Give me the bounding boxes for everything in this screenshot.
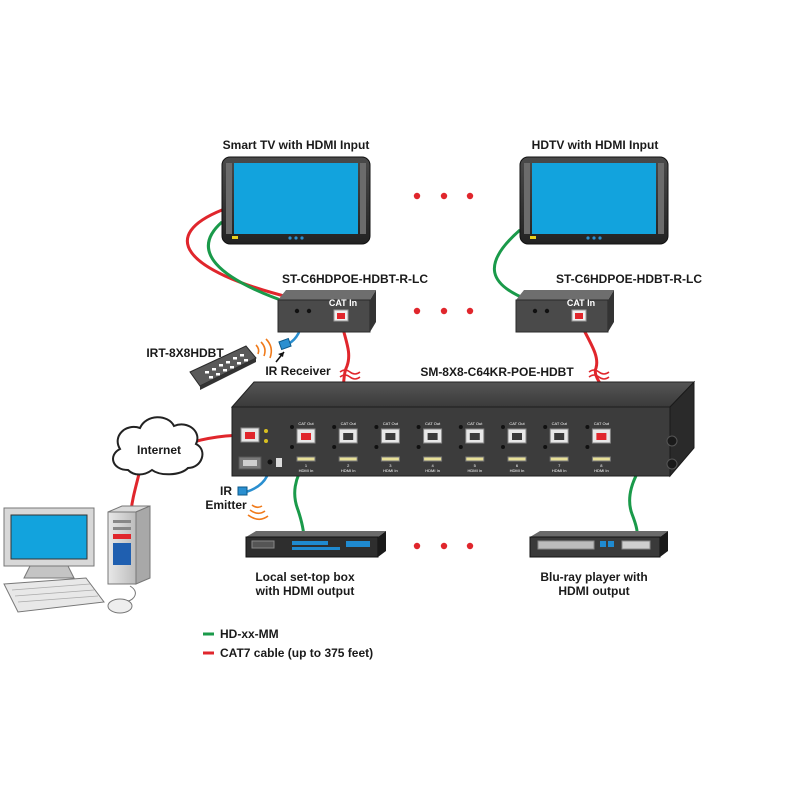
smart-tv-label: Smart TV with HDMI Input: [223, 138, 370, 152]
internet-label: Internet: [137, 443, 181, 457]
cat-out-label: CAT Out: [298, 421, 314, 426]
cat-out-label: CAT Out: [552, 421, 568, 426]
mouse: [107, 598, 133, 614]
hdmi-in-port[interactable]: [380, 456, 400, 462]
bluray-player: Blu-ray player with HDMI output: [529, 531, 668, 598]
ellipsis-dots-top: [413, 192, 474, 200]
tv-screen: [234, 163, 358, 234]
computer: [3, 505, 151, 614]
legend: HD-xx-MM CAT7 cable (up to 375 feet): [203, 627, 373, 660]
ir-signal-waves-remote: [255, 338, 273, 359]
cat-out-label: CAT Out: [509, 421, 525, 426]
ellipsis-dots-bottom: [413, 542, 474, 550]
receiver-left-label: ST-C6HDPOE-HDBT-R-LC: [282, 272, 428, 286]
green-cable-left-tv: [207, 220, 293, 306]
tv-screen: [532, 163, 656, 234]
ir-emitter-label-line2: Emitter: [205, 498, 247, 512]
hdmi-in-port[interactable]: [338, 456, 358, 462]
port-number: 3: [389, 463, 392, 468]
port-number: 8: [600, 463, 603, 468]
keyboard: [3, 577, 105, 613]
ellipsis-dots-middle: [413, 307, 474, 315]
ir-emitter: IR Emitter: [205, 484, 269, 521]
hdmi-in-label: HDMI In: [425, 468, 440, 473]
port-number: 7: [558, 463, 561, 468]
legend-item-hdmi-cable: HD-xx-MM: [203, 627, 279, 641]
receiver-left: ST-C6HDPOE-HDBT-R-LC CAT In: [277, 272, 428, 333]
hdmi-in-port[interactable]: [465, 456, 485, 462]
internet-cloud: Internet: [112, 416, 204, 476]
hdmi-in-port[interactable]: [549, 456, 569, 462]
hdmi-in-label: HDMI In: [341, 468, 356, 473]
green-cable-right-tv: [492, 228, 529, 302]
hdmi-in-port[interactable]: [507, 456, 527, 462]
port-number: 5: [474, 463, 477, 468]
bluray-label-line1: Blu-ray player with: [540, 570, 647, 584]
legend-item-cat7-cable: CAT7 cable (up to 375 feet): [203, 646, 373, 660]
hdmi-in-label: HDMI In: [510, 468, 525, 473]
cat-in-label: CAT In: [329, 298, 357, 308]
remote-label: IRT-8X8HDBT: [146, 346, 224, 360]
legend-label: CAT7 cable (up to 375 feet): [220, 646, 373, 660]
ir-signal-waves-emitter: [247, 504, 269, 521]
cat-out-label: CAT Out: [383, 421, 399, 426]
ir-remote: IRT-8X8HDBT: [146, 338, 273, 390]
receiver-right-label: ST-C6HDPOE-HDBT-R-LC: [556, 272, 702, 286]
remote-buttons: [205, 354, 248, 379]
settop-label-line1: Local set-top box: [255, 570, 355, 584]
smart-tv-left: Smart TV with HDMI Input: [221, 138, 371, 245]
receiver-right: ST-C6HDPOE-HDBT-R-LC CAT In: [515, 272, 702, 333]
settop-label-line2: with HDMI output: [255, 584, 355, 598]
bluray-label-line2: HDMI output: [558, 584, 629, 598]
ir-emitter-label-line1: IR: [220, 484, 232, 498]
ir-receiver: IR Receiver: [265, 337, 331, 378]
hdtv-right: HDTV with HDMI Input: [519, 138, 669, 245]
port-number: 6: [516, 463, 519, 468]
tower: [107, 511, 137, 585]
cat-out-label: CAT Out: [341, 421, 357, 426]
hdmi-in-label: HDMI In: [467, 468, 482, 473]
port-number: 2: [347, 463, 350, 468]
cable-break-marks: [339, 369, 610, 380]
matrix-label: SM-8X8-C64KR-POE-HDBT: [420, 365, 574, 379]
hdtv-label: HDTV with HDMI Input: [532, 138, 659, 152]
hdmi-in-label: HDMI In: [552, 468, 567, 473]
cat-out-label: CAT Out: [425, 421, 441, 426]
ir-receiver-label: IR Receiver: [265, 364, 331, 378]
monitor-screen: [10, 514, 88, 560]
hdmi-in-port[interactable]: [423, 456, 443, 462]
cat-in-label: CAT In: [567, 298, 595, 308]
hdmi-in-label: HDMI In: [594, 468, 609, 473]
hdmi-in-label: HDMI In: [383, 468, 398, 473]
settop-box: Local set-top box with HDMI output: [245, 531, 386, 598]
red-cable-left-tv: [186, 208, 293, 300]
cat-out-label: CAT Out: [594, 421, 610, 426]
hdmi-in-label: HDMI In: [299, 468, 314, 473]
port-number: 1: [305, 463, 308, 468]
port-number: 4: [431, 463, 434, 468]
hdmi-in-port[interactable]: [296, 456, 316, 462]
hdmi-in-port[interactable]: [591, 456, 611, 462]
cat-out-label: CAT Out: [467, 421, 483, 426]
legend-label: HD-xx-MM: [220, 627, 279, 641]
